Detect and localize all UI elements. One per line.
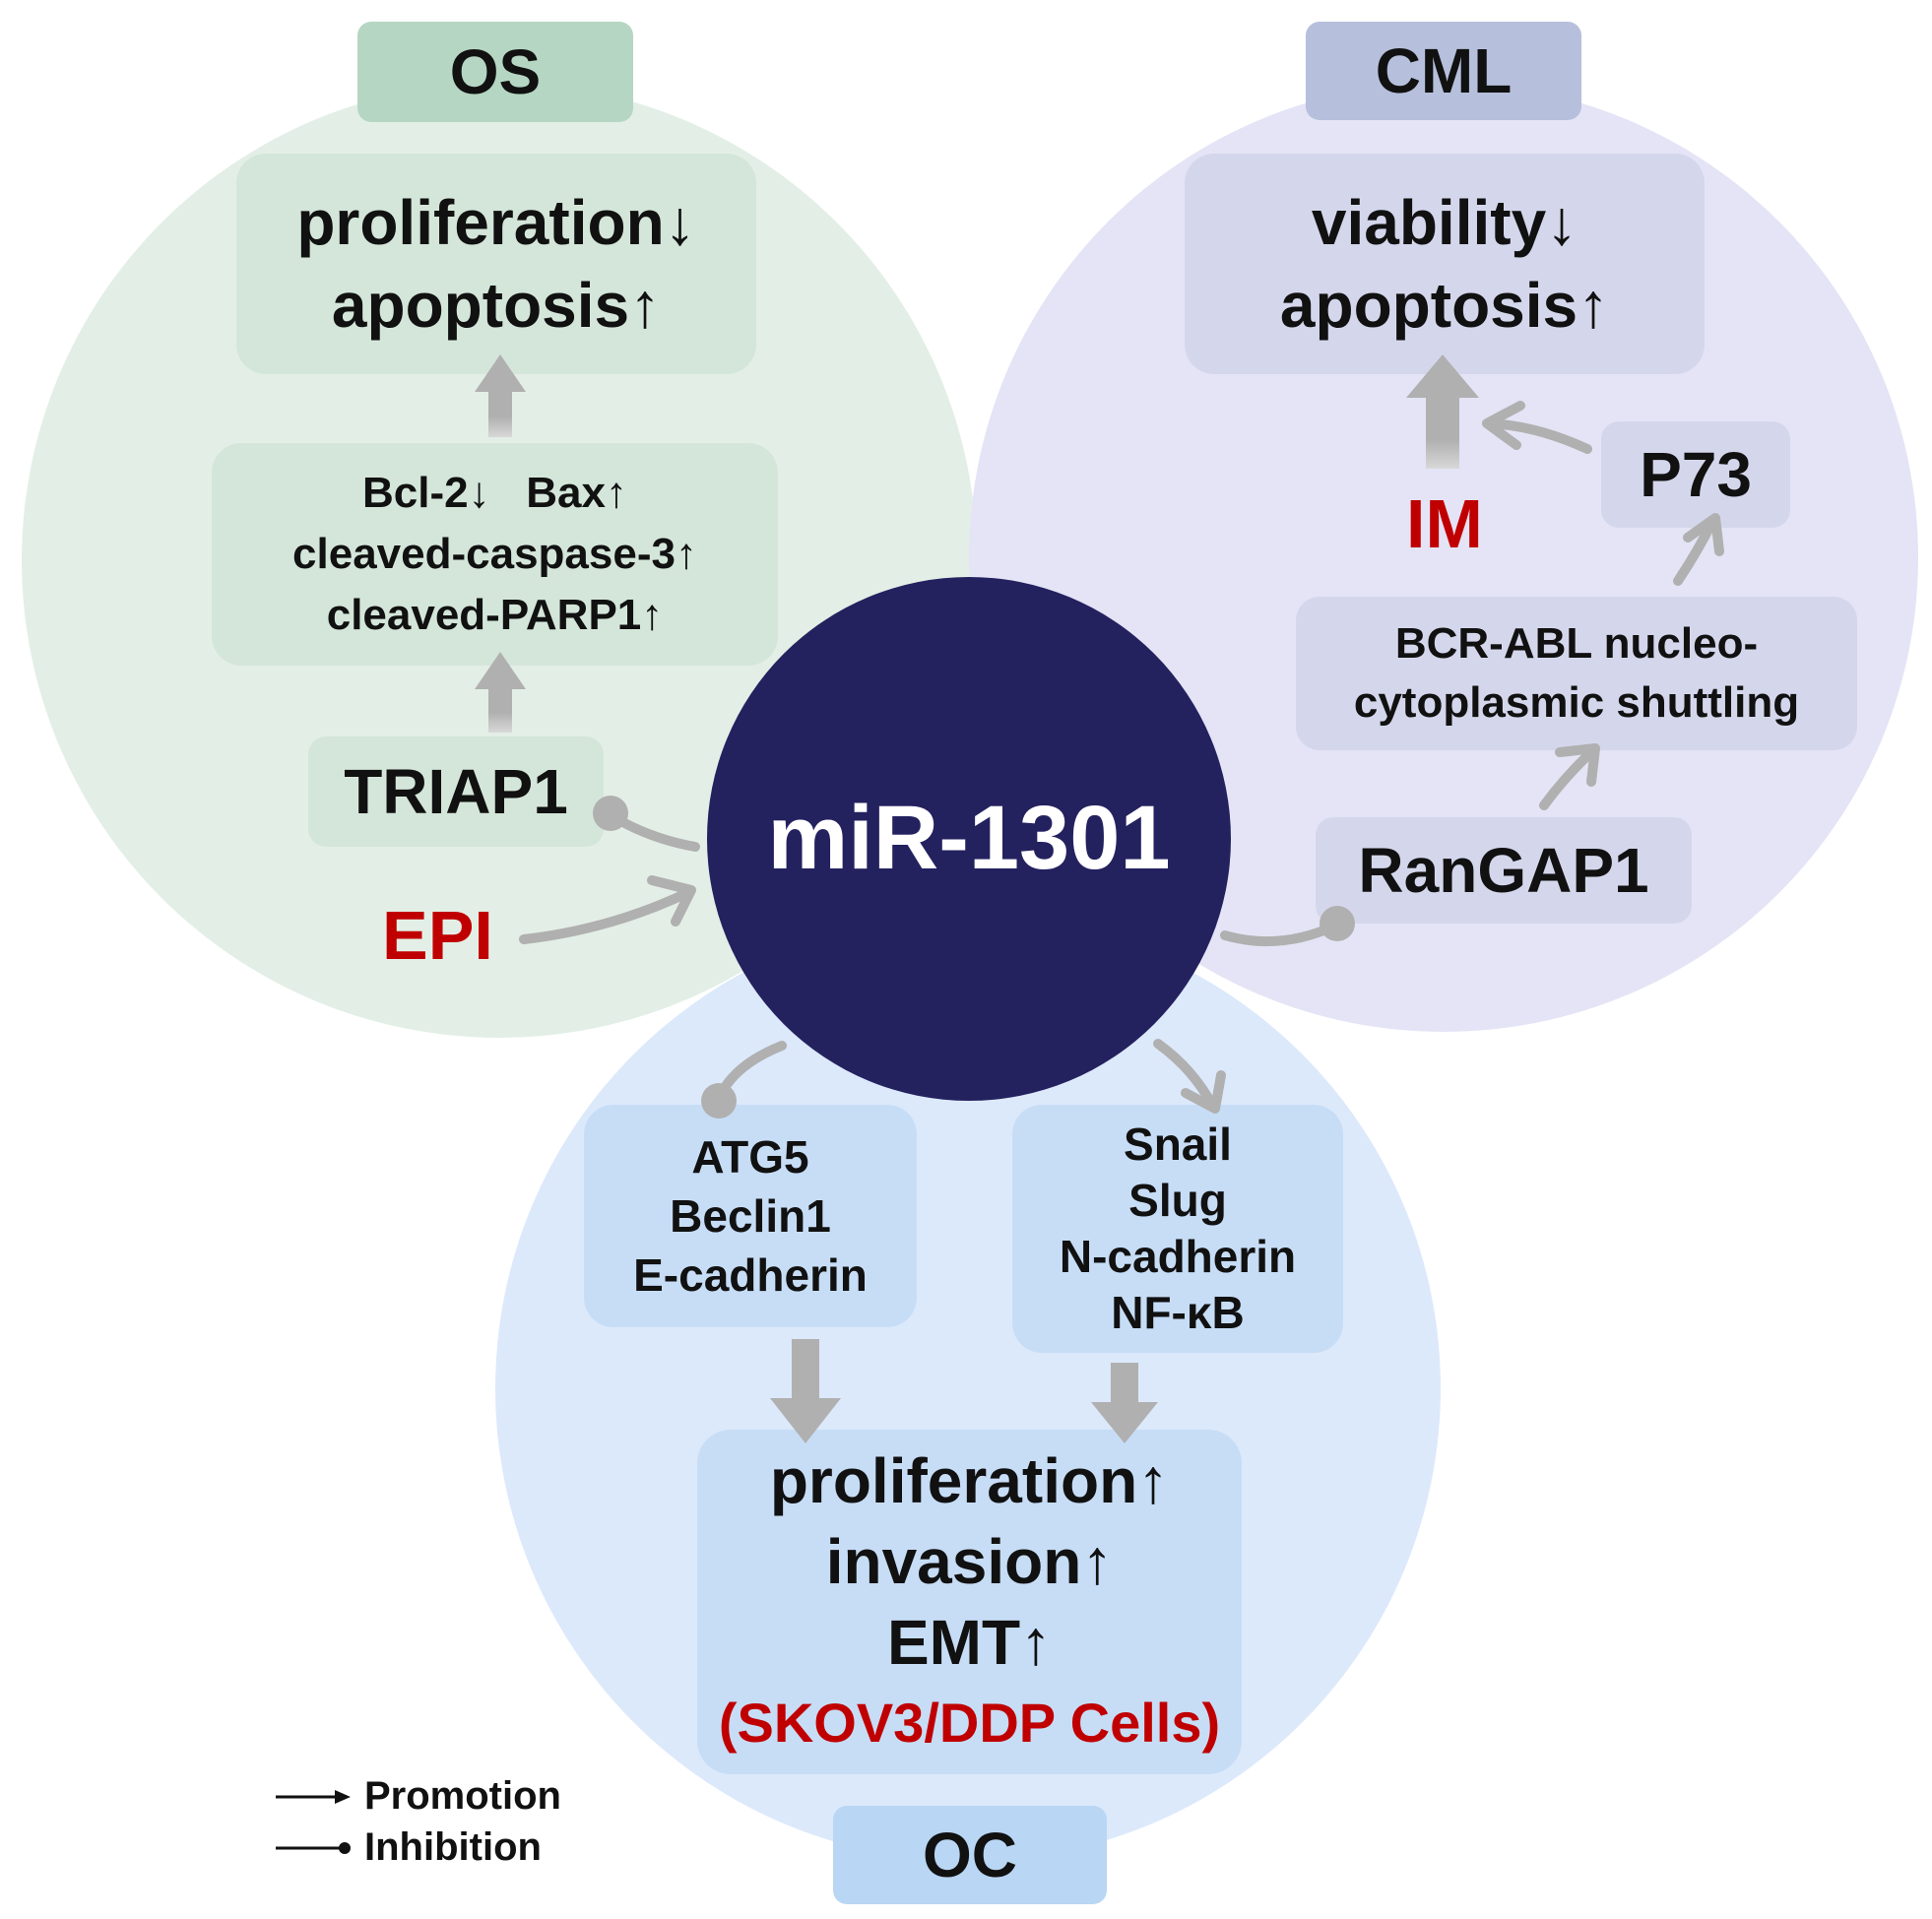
- os-marker-line: cleaved-caspase-3↑: [292, 530, 697, 578]
- block-arrow-down: [1091, 1363, 1158, 1443]
- bcr-abl-box: BCR-ABL nucleo- cytoplasmic shuttling: [1296, 597, 1857, 750]
- inhibition-dot: [593, 796, 628, 831]
- rangap1-label: RanGAP1: [1358, 835, 1649, 906]
- bcr-abl-line: cytoplasmic shuttling: [1353, 678, 1800, 727]
- oc-outcome-line: EMT↑: [886, 1607, 1053, 1678]
- os-outcome-line: apoptosis↑: [331, 270, 662, 341]
- os-marker-line: Bcl-2↓ Bax↑: [362, 469, 627, 517]
- oc-right-marker-line: Slug: [1128, 1175, 1227, 1226]
- inhibition-dot: [701, 1083, 737, 1119]
- rangap1-box: RanGAP1: [1316, 817, 1692, 924]
- oc-left-marker-line: E-cadherin: [633, 1249, 868, 1301]
- os-marker-line: cleaved-PARP1↑: [326, 591, 664, 639]
- block-arrow-up: [475, 652, 526, 733]
- oc-left-markers-box: ATG5 Beclin1 E-cadherin: [584, 1105, 917, 1327]
- epi-label: EPI: [382, 897, 493, 974]
- oc-outcome-line: proliferation↑: [769, 1445, 1170, 1516]
- legend-promotion-label: Promotion: [364, 1774, 561, 1818]
- block-arrow-up: [475, 354, 526, 437]
- legend-promotion-arrow-icon: [276, 1789, 351, 1804]
- mir-1301-node: [707, 577, 1231, 1101]
- legend-inhibition: Inhibition: [274, 1825, 542, 1870]
- legend-inhibition-label: Inhibition: [364, 1825, 542, 1869]
- cml-outcome-line: apoptosis↑: [1279, 270, 1610, 341]
- os-tab-label: OS: [449, 36, 542, 107]
- inhibition-dot: [1320, 906, 1355, 941]
- oc-right-marker-line: Snail: [1124, 1119, 1232, 1170]
- os-outcome-line: proliferation↓: [296, 187, 696, 258]
- oc-right-marker-line: N-cadherin: [1059, 1231, 1297, 1282]
- promotion-arrow: [1153, 1039, 1226, 1114]
- triap1-label: TRIAP1: [344, 756, 568, 827]
- legend-promotion: Promotion: [274, 1774, 561, 1819]
- cml-outcome-line: viability↓: [1311, 187, 1578, 258]
- promotion-arrow: [1482, 401, 1592, 454]
- promotion-arrow: [519, 875, 696, 944]
- block-arrow-down: [770, 1339, 841, 1443]
- oc-outcome-line: invasion↑: [825, 1526, 1114, 1597]
- im-label: IM: [1406, 485, 1483, 562]
- oc-tab-label: OC: [923, 1820, 1017, 1890]
- oc-cells-label: (SKOV3/DDP Cells): [718, 1692, 1221, 1754]
- os-outcome-box: proliferation↓ apoptosis↑: [236, 154, 756, 374]
- os-tab: OS: [357, 22, 633, 122]
- oc-right-markers-box: Snail Slug N-cadherin NF-κB: [1012, 1105, 1343, 1353]
- p73-box: P73: [1601, 421, 1790, 528]
- bcr-abl-line: BCR-ABL nucleo-: [1394, 619, 1759, 668]
- cml-outcome-box: viability↓ apoptosis↑: [1185, 154, 1705, 374]
- promotion-arrow: [1673, 513, 1724, 586]
- block-arrow-up: [1406, 354, 1479, 469]
- triap1-box: TRIAP1: [308, 736, 604, 847]
- oc-tab: OC: [833, 1806, 1107, 1904]
- os-markers-box: Bcl-2↓ Bax↑ cleaved-caspase-3↑ cleaved-P…: [212, 443, 778, 666]
- cml-tab-label: CML: [1375, 35, 1513, 106]
- p73-label: P73: [1640, 439, 1752, 510]
- oc-left-marker-line: ATG5: [691, 1131, 809, 1183]
- mir-1301-label: miR-1301: [767, 788, 1170, 888]
- cml-tab: CML: [1306, 22, 1581, 120]
- oc-outcome-box: proliferation↑ invasion↑ EMT↑ (SKOV3/DDP…: [697, 1430, 1242, 1774]
- oc-right-marker-line: NF-κB: [1111, 1287, 1245, 1338]
- legend-inhibition-dot-icon: [276, 1841, 351, 1854]
- oc-left-marker-line: Beclin1: [670, 1190, 831, 1242]
- promotion-arrow: [1539, 743, 1600, 810]
- inhibition-connector: [1220, 921, 1340, 947]
